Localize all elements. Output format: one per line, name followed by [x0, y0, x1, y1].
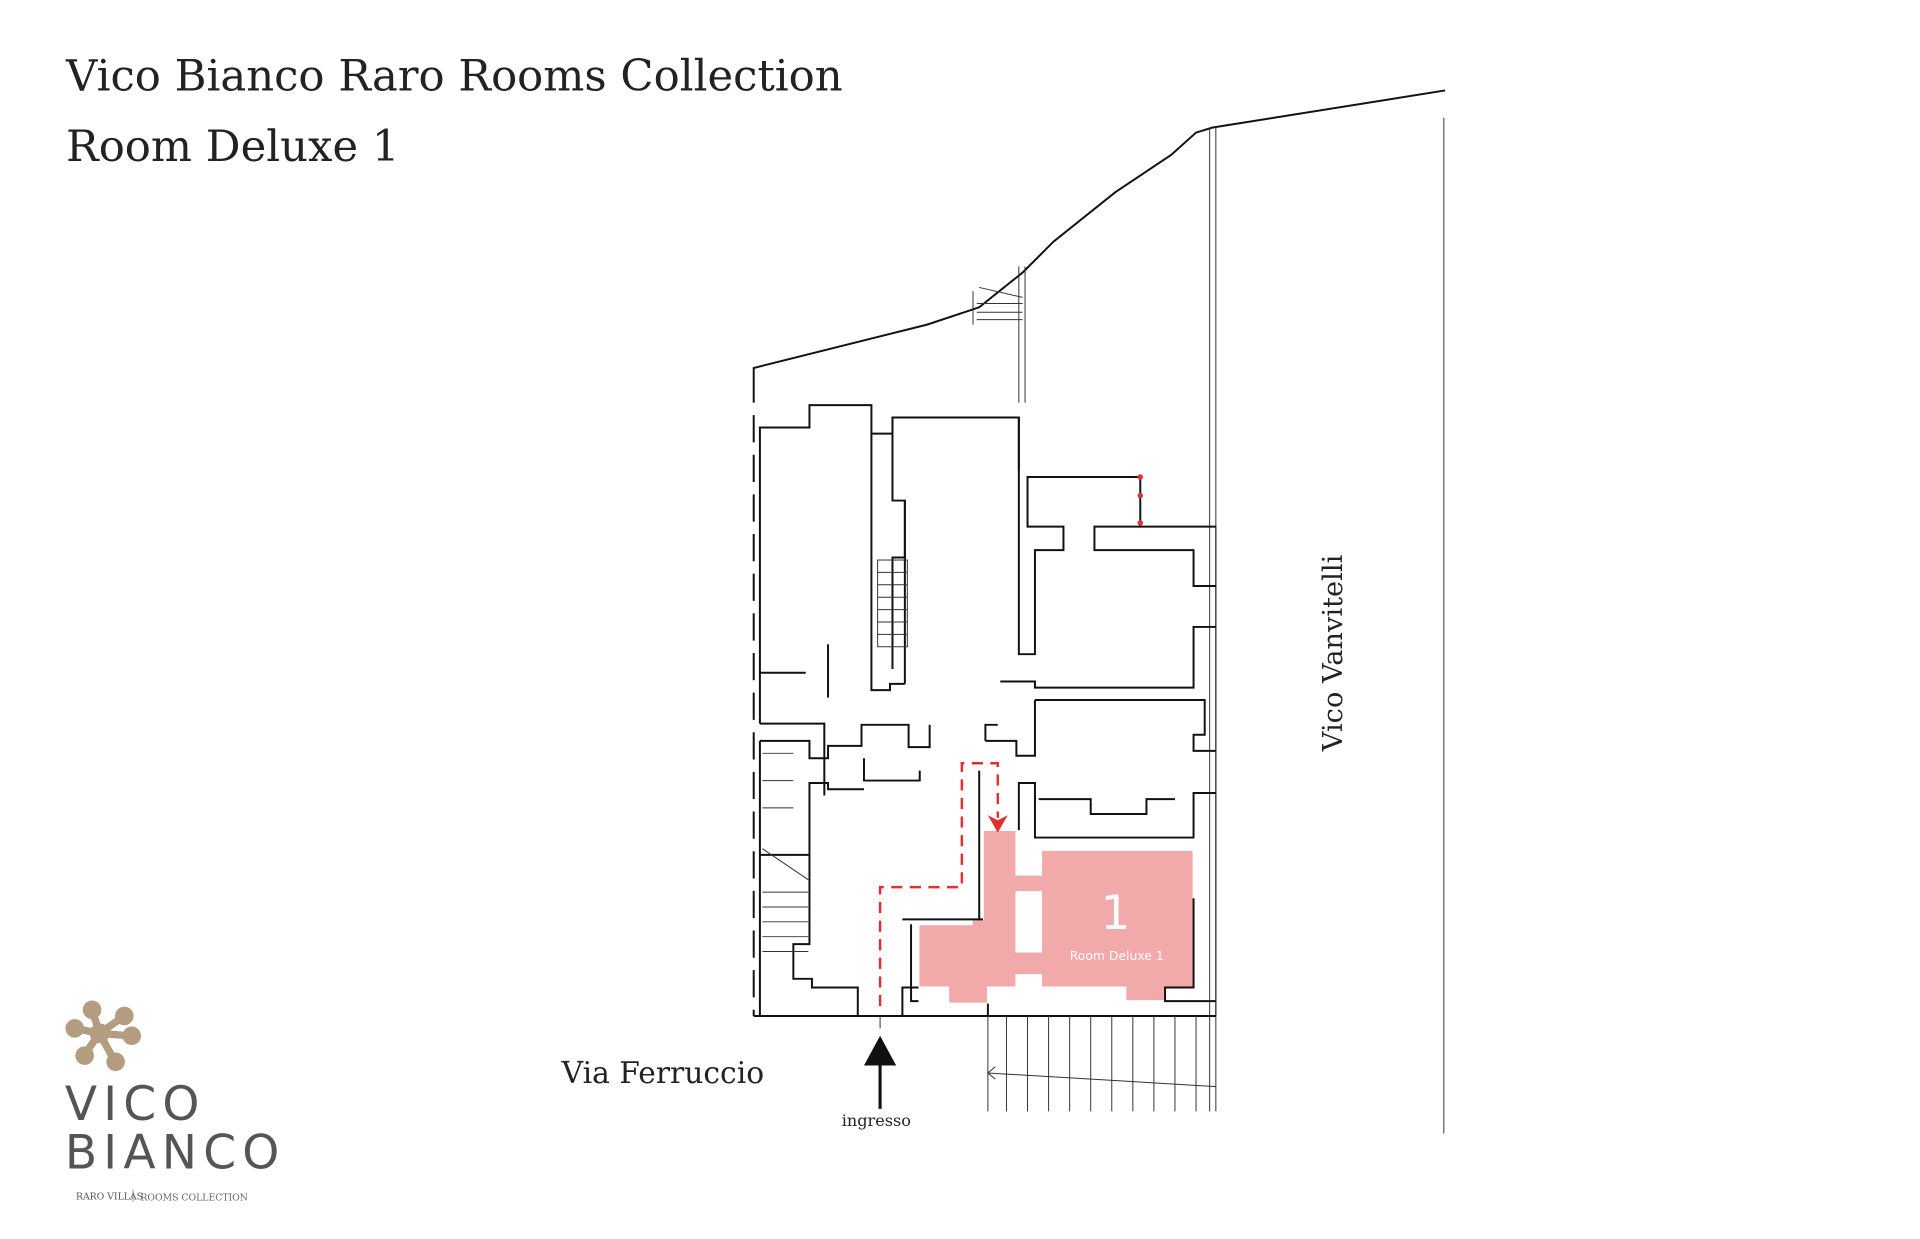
room-label: Room Deluxe 1	[1070, 948, 1164, 963]
route-arrow-icon	[987, 815, 1008, 833]
street-label-south: Via Ferruccio	[561, 1056, 764, 1091]
page-subtitle: Room Deluxe 1	[66, 122, 399, 172]
route-dashed-path	[878, 761, 1000, 1007]
street-label-east: Vico Vanvitelli	[1318, 554, 1349, 752]
building-walls	[752, 404, 1217, 1017]
logo-brand: RARO VILLAS	[76, 1191, 143, 1202]
stairs-outside	[972, 286, 1023, 325]
logo-mark-icon	[65, 1000, 142, 1072]
room-deluxe-1-area[interactable]	[917, 829, 1195, 1005]
logo-line1: VICO	[65, 1077, 206, 1132]
entrance-arrowhead-icon	[863, 1035, 897, 1066]
sidewalk-hatch	[987, 1015, 1216, 1112]
page-title: Vico Bianco Raro Rooms Collection	[65, 51, 843, 101]
logo-collection: ROOMS COLLECTION	[140, 1193, 248, 1204]
logo-line2: BIANCO	[65, 1125, 286, 1180]
entrance-label: ingresso	[842, 1111, 911, 1130]
interior-stairs	[762, 559, 908, 953]
vico-bianco-logo: VICO BIANCO RARO VILLAS ROOMS COLLECTION	[65, 1000, 286, 1204]
door-markers	[1137, 474, 1144, 526]
room-number: 1	[1101, 886, 1131, 941]
